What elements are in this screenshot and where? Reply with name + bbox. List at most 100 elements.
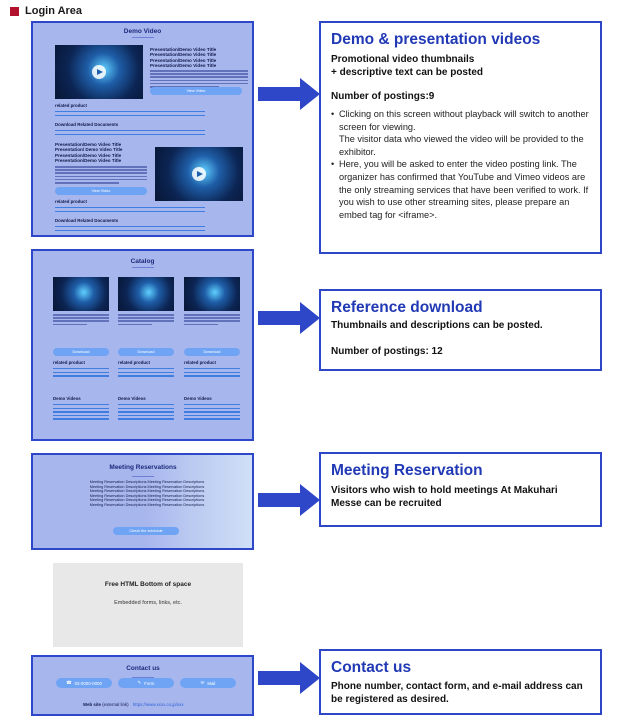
contact-mockup-title: Contact us [126, 665, 160, 672]
section-title: Meeting Reservation [331, 462, 483, 479]
website-label: Web site [83, 702, 101, 707]
section-title: Demo & presentation videos [331, 31, 541, 48]
video-2-title: Presentation/Demo Video Title Presentati… [55, 142, 123, 164]
note-text: The visitor data who viewed the video wi… [339, 134, 584, 157]
play-icon [92, 65, 106, 79]
website-row: Web site (external link) https://www.xxx… [83, 702, 243, 707]
arrow-right-icon [258, 484, 320, 516]
video-thumbnail-2[interactable] [155, 147, 243, 201]
catalog-download-button[interactable]: Download [53, 348, 109, 356]
demo-video-mockup-title: Demo Video [123, 28, 162, 35]
demo-video-heading: Demo Video [33, 23, 252, 38]
meeting-mockup-title: Meeting Reservations [109, 464, 177, 471]
video-2-description [55, 166, 147, 185]
divider [132, 476, 154, 477]
section-subtitle: Phone number, contact form, and e-mail a… [331, 681, 583, 705]
related-product-links-2[interactable] [55, 207, 205, 214]
meeting-reservations-mockup: Meeting Reservations Meeting Reservation… [31, 453, 254, 550]
section-title: Reference download [331, 299, 483, 316]
free-html-mockup: Free HTML Bottom of space Embedded forms… [53, 563, 243, 647]
note-item: Here, you will be asked to enter the vid… [331, 158, 590, 221]
meeting-description: Meeting Reservation Descriptions Meeting… [89, 480, 205, 507]
note-text: Here, you will be asked to enter the vid… [339, 159, 589, 220]
website-note: (external link) [102, 702, 129, 707]
related-product-label: related product [118, 360, 150, 365]
download-docs-label-2: Download Related Documents [55, 218, 119, 223]
divider [132, 677, 154, 678]
catalog-description [53, 314, 109, 327]
demo-video-info-box: Demo & presentation videos Promotional v… [319, 21, 602, 254]
related-product-label-2: related product [55, 199, 87, 204]
button-label: Download [72, 350, 90, 354]
login-area-header: Login Area [10, 4, 82, 18]
related-product-label: related product [53, 360, 85, 365]
catalog-download-button[interactable]: Download [118, 348, 174, 356]
demo-videos-label: Demo Videos [184, 396, 212, 401]
catalog-mockup: Catalog Download related product Demo Vi… [31, 249, 254, 441]
divider [131, 267, 154, 268]
form-label: Form [144, 680, 155, 686]
video-thumbnail-1[interactable] [55, 45, 143, 99]
demo-videos-label: Demo Videos [53, 396, 81, 401]
section-subtitle: Visitors who wish to hold meetings At Ma… [331, 485, 558, 509]
section-subtitle: + descriptive text can be posted [331, 67, 483, 78]
catalog-thumbnail[interactable] [118, 277, 174, 311]
button-label: Download [137, 350, 155, 354]
section-subtitle: Promotional video thumbnails [331, 54, 475, 65]
phone-number: 03-0000-0000 [74, 680, 102, 686]
catalog-thumbnail[interactable] [53, 277, 109, 311]
arrow-right-icon [258, 302, 320, 334]
download-docs-label-1: Download Related Documents [55, 122, 119, 127]
form-button[interactable]: ✎Form [118, 678, 174, 688]
free-html-subtitle: Embedded forms, links, etc. [114, 600, 182, 606]
section-title: Contact us [331, 659, 412, 676]
related-product-links[interactable] [53, 368, 109, 379]
header-title: Login Area [25, 5, 83, 17]
related-product-links-1[interactable] [55, 111, 205, 118]
catalog-download-button[interactable]: Download [184, 348, 240, 356]
related-product-links[interactable] [118, 368, 174, 379]
red-square-marker [10, 6, 19, 16]
download-docs-links-2[interactable] [55, 226, 205, 233]
divider [131, 37, 154, 38]
video-1-title: Presentation/Demo Video Title Presentati… [150, 47, 217, 69]
notes-list: Clicking on this screen without playback… [331, 108, 590, 221]
download-docs-links-1[interactable] [55, 130, 205, 137]
demo-videos-links[interactable] [184, 404, 240, 422]
postings-count: Number of postings:9 [331, 91, 435, 102]
demo-video-mockup: Demo Video Presentation/Demo Video Title… [31, 21, 254, 237]
contact-info-box: Contact us Phone number, contact form, a… [319, 649, 602, 715]
catalog-description [118, 314, 174, 327]
demo-videos-links[interactable] [118, 404, 174, 422]
mail-icon: ✉ [200, 680, 205, 685]
demo-videos-label: Demo Videos [118, 396, 146, 401]
arrow-right-icon [258, 662, 320, 694]
form-icon: ✎ [137, 680, 142, 685]
related-product-links[interactable] [184, 368, 240, 379]
website-link[interactable]: https://www.xxxx.co.jp/xxx [132, 702, 184, 707]
play-icon [192, 167, 206, 181]
related-product-label-1: related product [55, 103, 87, 108]
free-html-title: Free HTML Bottom of space [104, 581, 192, 588]
section-subtitle: Thumbnails and descriptions can be poste… [331, 320, 543, 331]
catalog-thumbnail[interactable] [184, 277, 240, 311]
phone-icon: ☎ [66, 680, 72, 685]
button-label: Download [203, 350, 221, 354]
note-item: Clicking on this screen without playback… [331, 108, 590, 158]
reference-download-info-box: Reference download Thumbnails and descri… [319, 289, 602, 371]
video-1-description [150, 70, 248, 89]
catalog-mockup-title: Catalog [130, 258, 155, 265]
postings-count: Number of postings: 12 [331, 346, 443, 357]
check-schedule-button[interactable]: Check the schedule [113, 527, 179, 535]
mail-label: Mail [207, 680, 216, 686]
catalog-description [184, 314, 240, 327]
arrow-right-icon [258, 78, 320, 110]
demo-videos-links[interactable] [53, 404, 109, 422]
meeting-reservation-info-box: Meeting Reservation Visitors who wish to… [319, 452, 602, 527]
phone-button[interactable]: ☎03-0000-0000 [56, 678, 112, 688]
view-video-button-2[interactable]: View Video [55, 187, 147, 195]
note-text: Clicking on this screen without playback… [339, 109, 589, 132]
related-product-label: related product [184, 360, 216, 365]
mail-button[interactable]: ✉Mail [180, 678, 236, 688]
view-video-button-1[interactable]: View Video [150, 87, 242, 95]
